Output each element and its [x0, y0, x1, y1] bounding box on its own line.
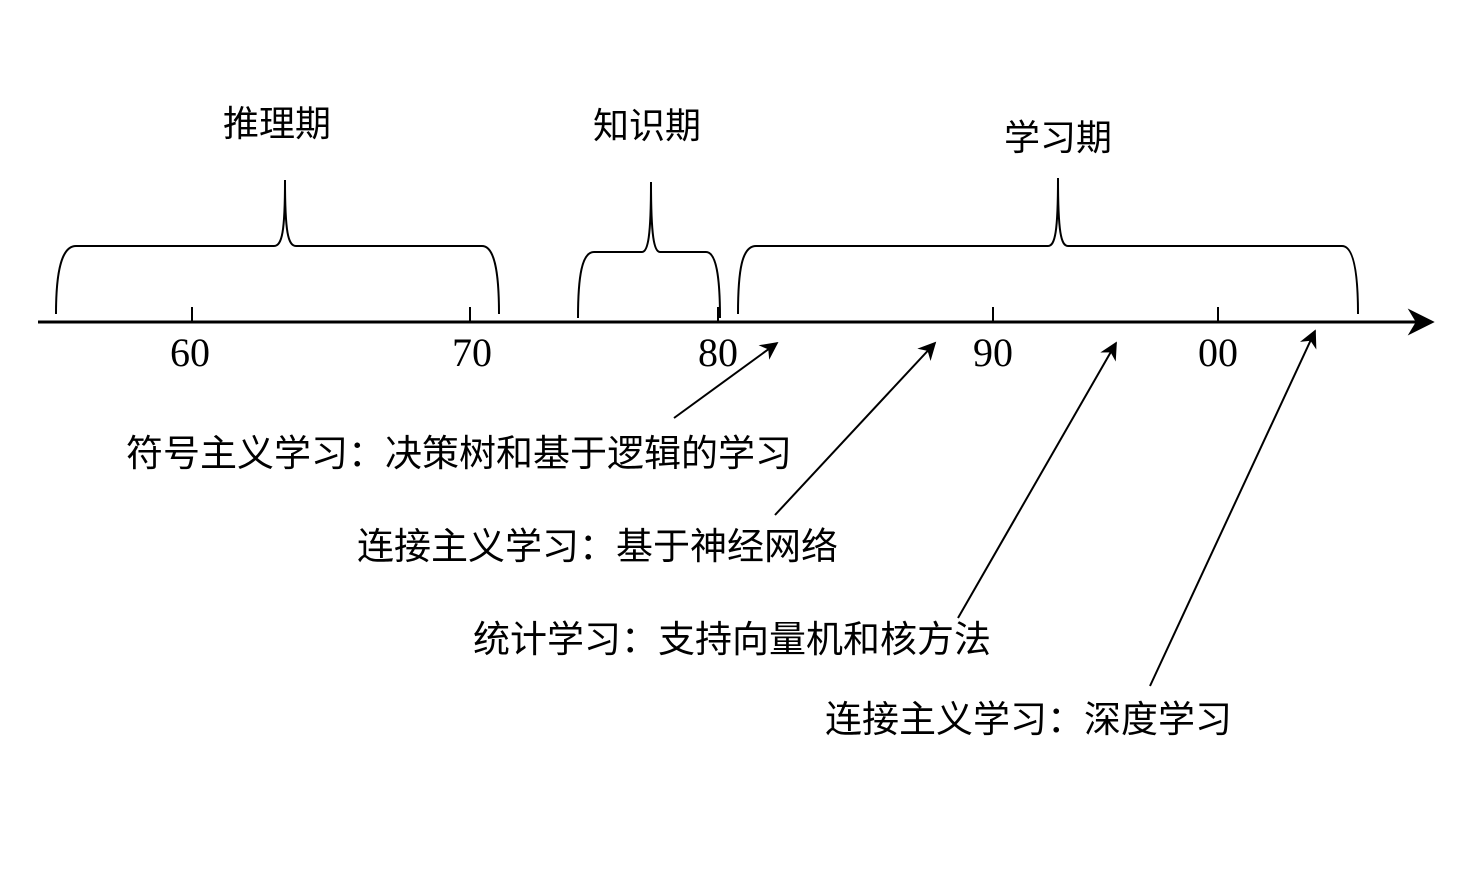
period-label-learning: 学习期	[1004, 118, 1112, 159]
tick-label-70: 70	[452, 330, 492, 375]
arrow-deep-learning	[1149, 329, 1317, 687]
tick-label-00: 00	[1198, 330, 1238, 375]
paradigm-label-deep-learning: 连接主义学习：深度学习	[825, 698, 1232, 741]
brace-learning	[737, 177, 1359, 315]
tick-label-60: 60	[170, 330, 210, 375]
tick-label-90: 90	[973, 330, 1013, 375]
paradigm-label-statistical: 统计学习：支持向量机和核方法	[473, 618, 991, 661]
paradigm-label-connectionism-nn: 连接主义学习：基于神经网络	[357, 525, 838, 568]
brace-knowledge	[577, 181, 721, 319]
arrow-symbolism	[673, 341, 779, 419]
tick-label-80: 80	[698, 330, 738, 375]
arrow-connectionism-nn	[774, 341, 937, 516]
brace-reasoning	[55, 179, 500, 315]
arrow-statistical	[957, 341, 1117, 619]
paradigm-label-symbolism: 符号主义学习：决策树和基于逻辑的学习	[126, 432, 792, 475]
period-label-reasoning: 推理期	[223, 104, 331, 145]
period-label-knowledge: 知识期	[593, 106, 701, 147]
